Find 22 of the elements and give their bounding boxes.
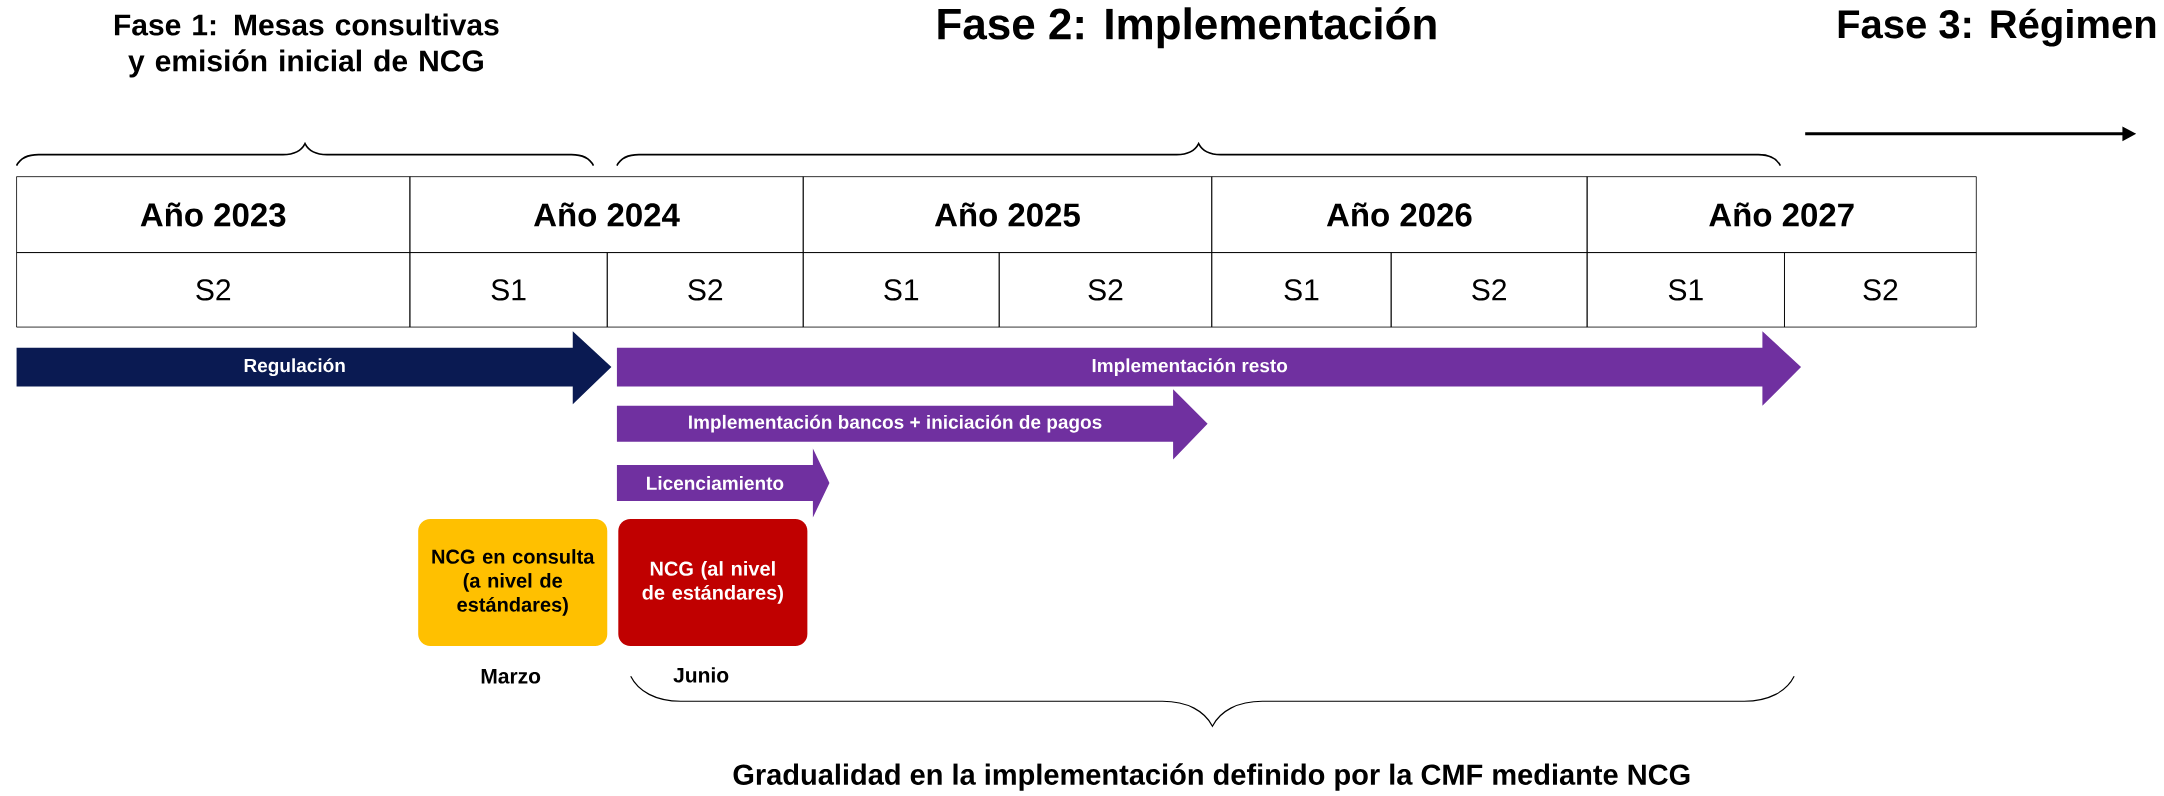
phase-title: Fase 2: Implementación (938, 6, 1436, 49)
caption: Gradualidad en la implementación definido por la CMF mediante NCG (733, 763, 1690, 791)
table-cell: S2 (16, 252, 411, 328)
table-cell: S1 (409, 252, 608, 328)
table-cell: S2 (1784, 252, 1977, 328)
table-cell: S2 (1390, 252, 1588, 328)
table-cell: Año 2023 (16, 176, 411, 253)
table-cell: Año 2024 (409, 176, 804, 253)
date-label: Marzo (481, 668, 541, 684)
phase-title: Fase 1: Mesas consultivas y emisión inicial de NCG (114, 13, 499, 78)
table-cell: S1 (802, 252, 1000, 328)
phase-title: Fase 3: Régimen (1838, 8, 2156, 47)
table-cell: S1 (1586, 252, 1785, 328)
rounded-box: NCG (al nivel de estándares) (618, 518, 808, 646)
table-cell: S2 (998, 252, 1213, 328)
table-cell: Año 2025 (802, 176, 1213, 253)
date-label: Junio (673, 667, 729, 683)
table-cell: Año 2027 (1586, 176, 1977, 253)
table-cell: Año 2026 (1211, 176, 1588, 253)
rounded-box: NCG en consulta (a nivel de estándares) (418, 518, 608, 646)
table-cell: S1 (1211, 252, 1392, 328)
table-cell: S2 (606, 252, 804, 328)
